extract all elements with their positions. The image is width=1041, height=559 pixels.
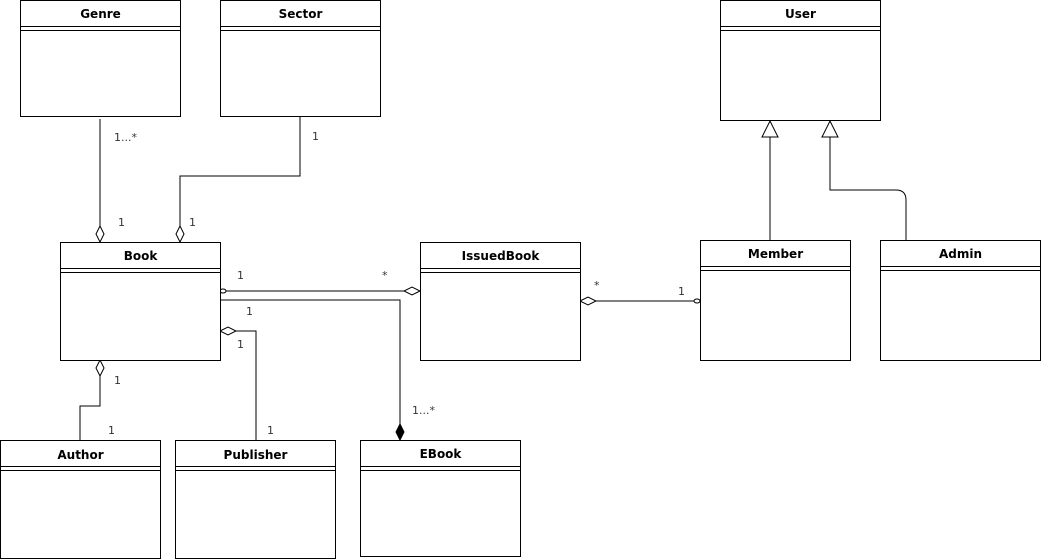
class-publisher[interactable]: Publisher <box>175 440 336 559</box>
mult-issuedbook-end: * <box>382 269 388 282</box>
edge-admin-user <box>829 137 907 240</box>
mult-member-end: 1 <box>678 285 685 298</box>
class-book[interactable]: Book <box>60 242 221 361</box>
edge-book-publisher <box>236 330 257 440</box>
edge-book-author <box>79 376 101 440</box>
class-ebook[interactable]: EBook <box>360 440 521 557</box>
class-name-publisher: Publisher <box>224 448 288 462</box>
class-name-user: User <box>785 7 816 21</box>
aggregation-diamond-sector-book <box>175 224 185 244</box>
class-name-genre: Genre <box>80 7 121 21</box>
mult-genre-end: 1...* <box>114 131 137 144</box>
class-user[interactable]: User <box>720 0 881 121</box>
mult-ebook-end: 1...* <box>412 404 435 417</box>
class-member[interactable]: Member <box>700 240 851 361</box>
aggregation-diamond-publisher <box>218 326 238 336</box>
mult-publisher-end: 1 <box>267 424 274 437</box>
mult-book-publisher-end: 1 <box>237 338 244 351</box>
generalization-triangle-admin <box>821 119 839 138</box>
edge-sector-book <box>179 117 301 226</box>
mult-book-issuedbook-end: 1 <box>237 269 244 282</box>
class-admin[interactable]: Admin <box>880 240 1041 361</box>
class-name-author: Author <box>57 448 103 462</box>
mult-genre-book-end: 1 <box>118 216 125 229</box>
mult-book-author-end: 1 <box>114 374 121 387</box>
mult-author-end: 1 <box>108 424 115 437</box>
class-name-book: Book <box>124 249 159 263</box>
member-end-dot <box>693 298 701 304</box>
aggregation-diamond-issuedbook-member <box>578 296 598 306</box>
class-sector[interactable]: Sector <box>220 0 381 117</box>
class-author[interactable]: Author <box>0 440 161 559</box>
aggregation-diamond-issuedbook <box>402 286 422 296</box>
class-name-ebook: EBook <box>420 447 463 461</box>
composition-diamond-ebook <box>395 422 405 442</box>
aggregation-diamond-author <box>95 358 105 378</box>
class-name-issuedbook: IssuedBook <box>462 249 541 263</box>
class-genre[interactable]: Genre <box>20 0 181 117</box>
class-name-admin: Admin <box>939 247 982 261</box>
mult-sector-end: 1 <box>312 130 319 143</box>
mult-sector-book-end: 1 <box>189 216 196 229</box>
generalization-triangle-member <box>761 119 779 138</box>
class-name-sector: Sector <box>279 7 323 21</box>
mult-book-ebook-end: 1 <box>246 305 253 318</box>
class-issuedbook[interactable]: IssuedBook <box>420 242 581 361</box>
aggregation-diamond-genre-book <box>95 224 105 244</box>
mult-issuedbook-member-side: * <box>594 279 600 292</box>
class-name-member: Member <box>748 247 803 261</box>
edge-book-ebook <box>220 299 401 424</box>
